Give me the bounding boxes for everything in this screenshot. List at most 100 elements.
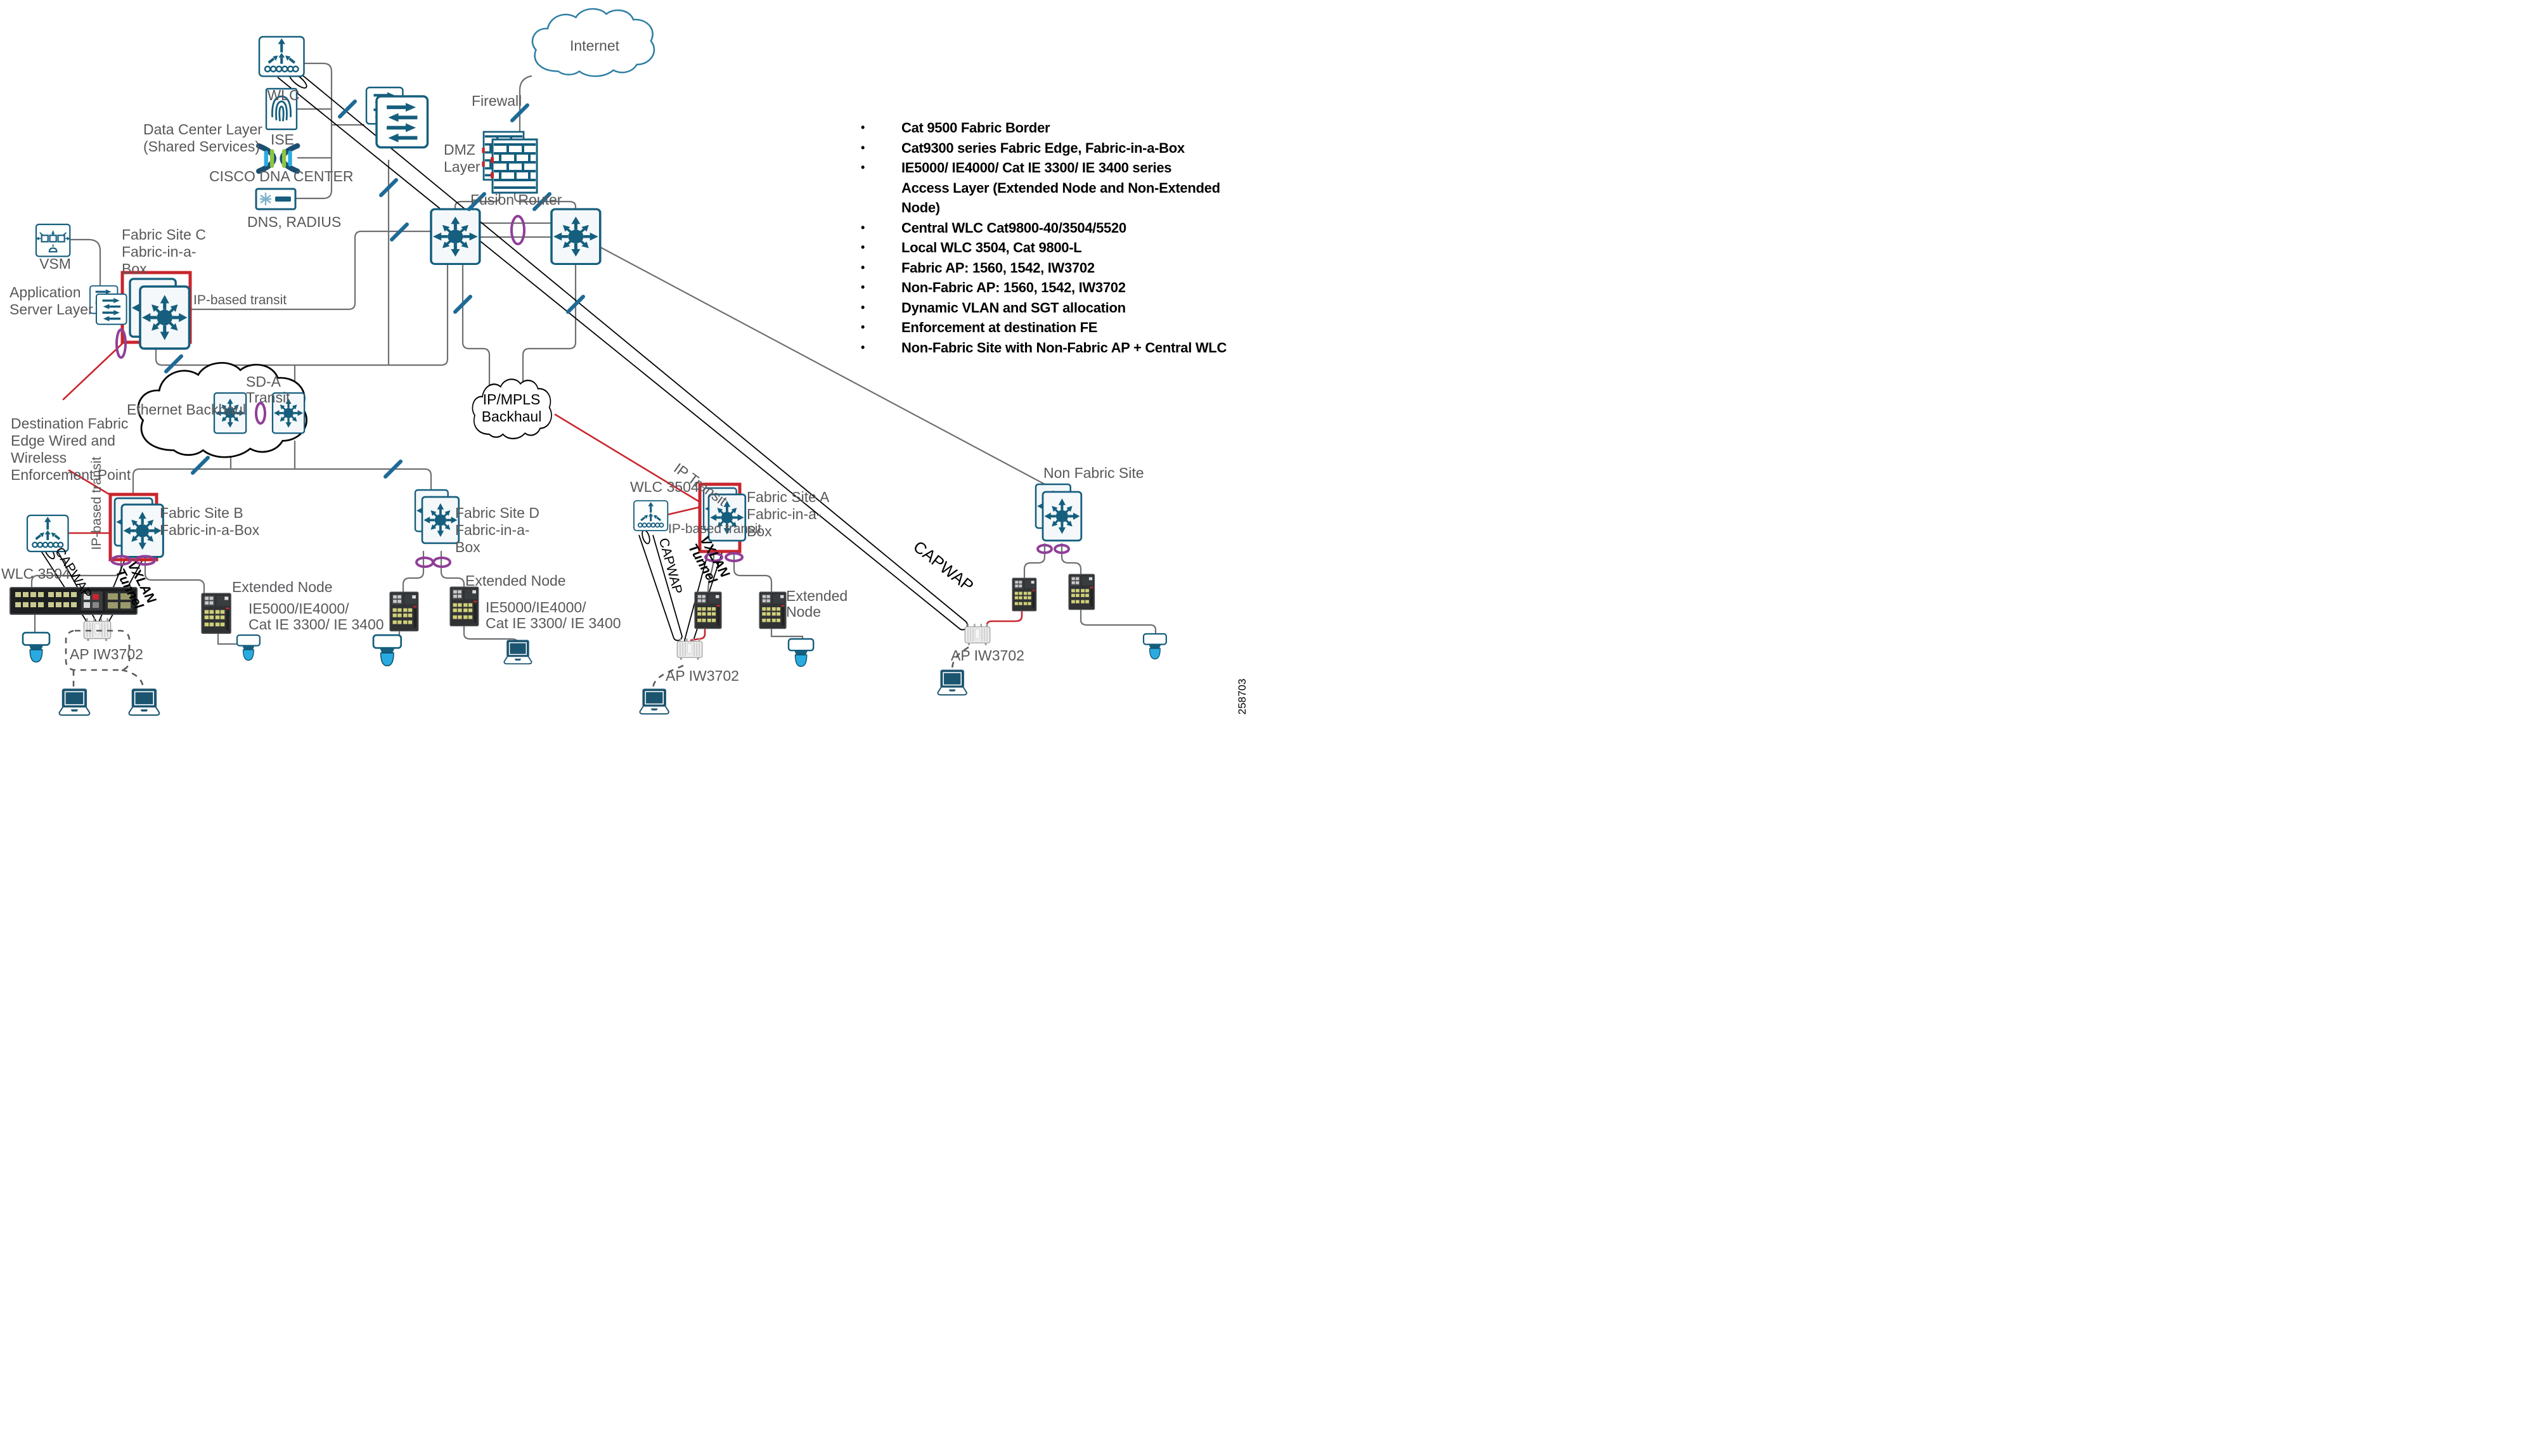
label-ie-model-d-2: Cat IE 3300/ IE 3400 bbox=[486, 615, 621, 631]
label-firewall: Firewall bbox=[472, 93, 522, 109]
bullet-dot: • bbox=[861, 261, 865, 274]
feature-text: Cat 9500 Fabric Border bbox=[901, 120, 1050, 136]
fusion-switch-right bbox=[550, 209, 602, 264]
feature-text: IE5000/ IE4000/ Cat IE 3300/ IE 3400 ser… bbox=[901, 160, 1172, 176]
tunnel-mouth bbox=[642, 529, 650, 544]
feature-item: • Central WLC Cat9800-40/3504/5520 bbox=[856, 218, 1261, 238]
sda-architecture-diagram: WLC ISE Data Center Layer (Shared Servic… bbox=[0, 0, 1264, 728]
label-dest-fe-3: Wireless bbox=[11, 449, 67, 466]
feature-item: •Non-Fabric Site with Non-Fabric AP + Ce… bbox=[856, 338, 1261, 358]
label-internet: Internet bbox=[570, 37, 619, 54]
feature-item: •Dynamic VLAN and SGT allocation bbox=[856, 298, 1261, 318]
ie-to-ap-right bbox=[986, 608, 1023, 629]
wireless-client-links bbox=[65, 629, 969, 690]
label-ap-right: AP IW3702 bbox=[951, 647, 1024, 664]
ie-switch-d1 bbox=[389, 591, 419, 632]
fabric-c-switch bbox=[138, 287, 191, 349]
label-ip-mpls-2: Backhaul bbox=[481, 408, 542, 425]
fusion-switch-left bbox=[429, 209, 481, 264]
capwap-tunnel-mid bbox=[638, 534, 683, 641]
label-ap-mid: AP IW3702 bbox=[666, 667, 739, 684]
feature-item: • Cat 9500 Fabric Border bbox=[856, 118, 1261, 138]
label-sda-transit-2: Transit bbox=[246, 389, 290, 406]
label-fabric-c-3: Box bbox=[122, 261, 147, 277]
label-fabric-d-1: Fabric Site D bbox=[455, 505, 539, 521]
label-fabric-b-2: Fabric-in-a-Box bbox=[160, 522, 260, 538]
feature-text: Access Layer (Extended Node and Non-Exte… bbox=[901, 179, 1220, 216]
bullet-dot: • bbox=[861, 221, 865, 234]
camera bbox=[787, 638, 815, 667]
label-fabric-b-1: Fabric Site B bbox=[160, 505, 243, 521]
laptop bbox=[127, 688, 160, 716]
camera bbox=[1142, 633, 1167, 660]
label-ise: ISE bbox=[270, 131, 295, 148]
label-wlc3504-left: WLC 3504 bbox=[1, 565, 70, 582]
wlc-central-icon bbox=[259, 37, 304, 76]
ap-iw3702-left bbox=[83, 617, 112, 641]
feature-item-continuation: •Access Layer (Extended Node and Non-Ext… bbox=[856, 178, 1261, 218]
label-fabric-d-3: Box bbox=[455, 539, 480, 555]
camera bbox=[22, 631, 51, 663]
feature-text: Local WLC 3504, Cat 9800-L bbox=[901, 240, 1082, 255]
label-sda-transit-1: SD-A bbox=[246, 373, 281, 390]
label-ethernet-backhaul: Ethernet Backhaul bbox=[127, 401, 246, 418]
feature-text: Central WLC Cat9800-40/3504/5520 bbox=[901, 219, 1126, 236]
pointer-to-fabric-c bbox=[62, 342, 124, 401]
label-data-center-1: Data Center Layer bbox=[143, 121, 262, 138]
laptop bbox=[58, 688, 91, 716]
bullet-dot: • bbox=[861, 300, 865, 314]
ap-left-dashed-box bbox=[65, 629, 131, 671]
bullet-dot: • bbox=[861, 141, 865, 154]
label-extended-node-a-2: Node bbox=[786, 603, 821, 620]
label-ie-model-b-1: IE5000/IE4000/ bbox=[248, 600, 349, 617]
label-fabric-c-2: Fabric-in-a- bbox=[122, 243, 197, 260]
ie-switch-a2 bbox=[759, 591, 787, 629]
label-ip-based-transit-a: IP-based transit bbox=[668, 522, 762, 536]
ie-switch-nf2 bbox=[1068, 574, 1095, 610]
label-ie-model-b-2: Cat IE 3300/ IE 3400 bbox=[248, 616, 384, 633]
ie-switch-b bbox=[201, 593, 231, 635]
feature-text: Non-Fabric AP: 1560, 1542, IW3702 bbox=[901, 280, 1126, 295]
laptop bbox=[503, 640, 532, 665]
ap-iw3702-mid bbox=[676, 638, 703, 660]
ipmpls-to-fabric-a bbox=[554, 413, 701, 503]
ie-switch-nf1 bbox=[1012, 577, 1037, 612]
app-server-router-icon bbox=[95, 293, 128, 326]
ie-switch-d2 bbox=[449, 586, 479, 627]
feature-list: • Cat 9500 Fabric Border • Cat9300 series … bbox=[856, 118, 1261, 358]
label-dna-center: CISCO DNA CENTER bbox=[209, 168, 354, 184]
label-ap-left: AP IW3702 bbox=[70, 646, 143, 662]
bullet-dot: • bbox=[861, 281, 865, 293]
label-ip-based-transit-b: IP-based transit bbox=[89, 456, 104, 550]
label-fabric-a-2: Fabric-in-a- bbox=[747, 506, 822, 522]
label-data-center-2: (Shared Services) bbox=[143, 138, 261, 155]
label-fabric-a-3: Box bbox=[747, 523, 772, 539]
feature-item: • Non-Fabric AP: 1560, 1542, IW3702 bbox=[856, 278, 1261, 298]
port-channel-rings bbox=[110, 215, 1070, 568]
feature-text: Fabric AP: 1560, 1542, IW3702 bbox=[901, 259, 1095, 276]
laptop bbox=[638, 688, 670, 715]
link-slashes bbox=[164, 100, 585, 479]
wlc-3504-mid-icon bbox=[633, 499, 669, 532]
label-dmz-1: DMZ bbox=[444, 141, 475, 158]
dna-center-icon bbox=[259, 146, 297, 171]
label-dmz-2: Layer bbox=[444, 158, 480, 175]
label-non-fabric-site: Non Fabric Site bbox=[1043, 465, 1144, 481]
label-vsm: VSM bbox=[39, 255, 71, 272]
red-links bbox=[62, 342, 1023, 641]
firewall-icon bbox=[489, 138, 538, 194]
ap-iw3702-right bbox=[964, 623, 991, 646]
rack-switch bbox=[10, 587, 138, 615]
diagram-artwork bbox=[10, 8, 1167, 716]
label-fusion-router: Fusion Router bbox=[470, 191, 562, 208]
bullet-dot: • bbox=[861, 340, 865, 354]
camera bbox=[372, 634, 403, 667]
label-extended-node-a-1: Extended bbox=[786, 588, 848, 604]
label-dns-radius: DNS, RADIUS bbox=[247, 214, 342, 230]
bullet-dot: • bbox=[861, 121, 865, 134]
router-icon bbox=[377, 96, 428, 148]
label-fabric-a-1: Fabric Site A bbox=[747, 489, 830, 505]
feature-text: Cat9300 series Fabric Edge, Fabric-in-a-… bbox=[901, 139, 1185, 156]
label-dest-fe-2: Edge Wired and bbox=[11, 432, 115, 449]
feature-text: Enforcement at destination FE bbox=[901, 319, 1098, 335]
